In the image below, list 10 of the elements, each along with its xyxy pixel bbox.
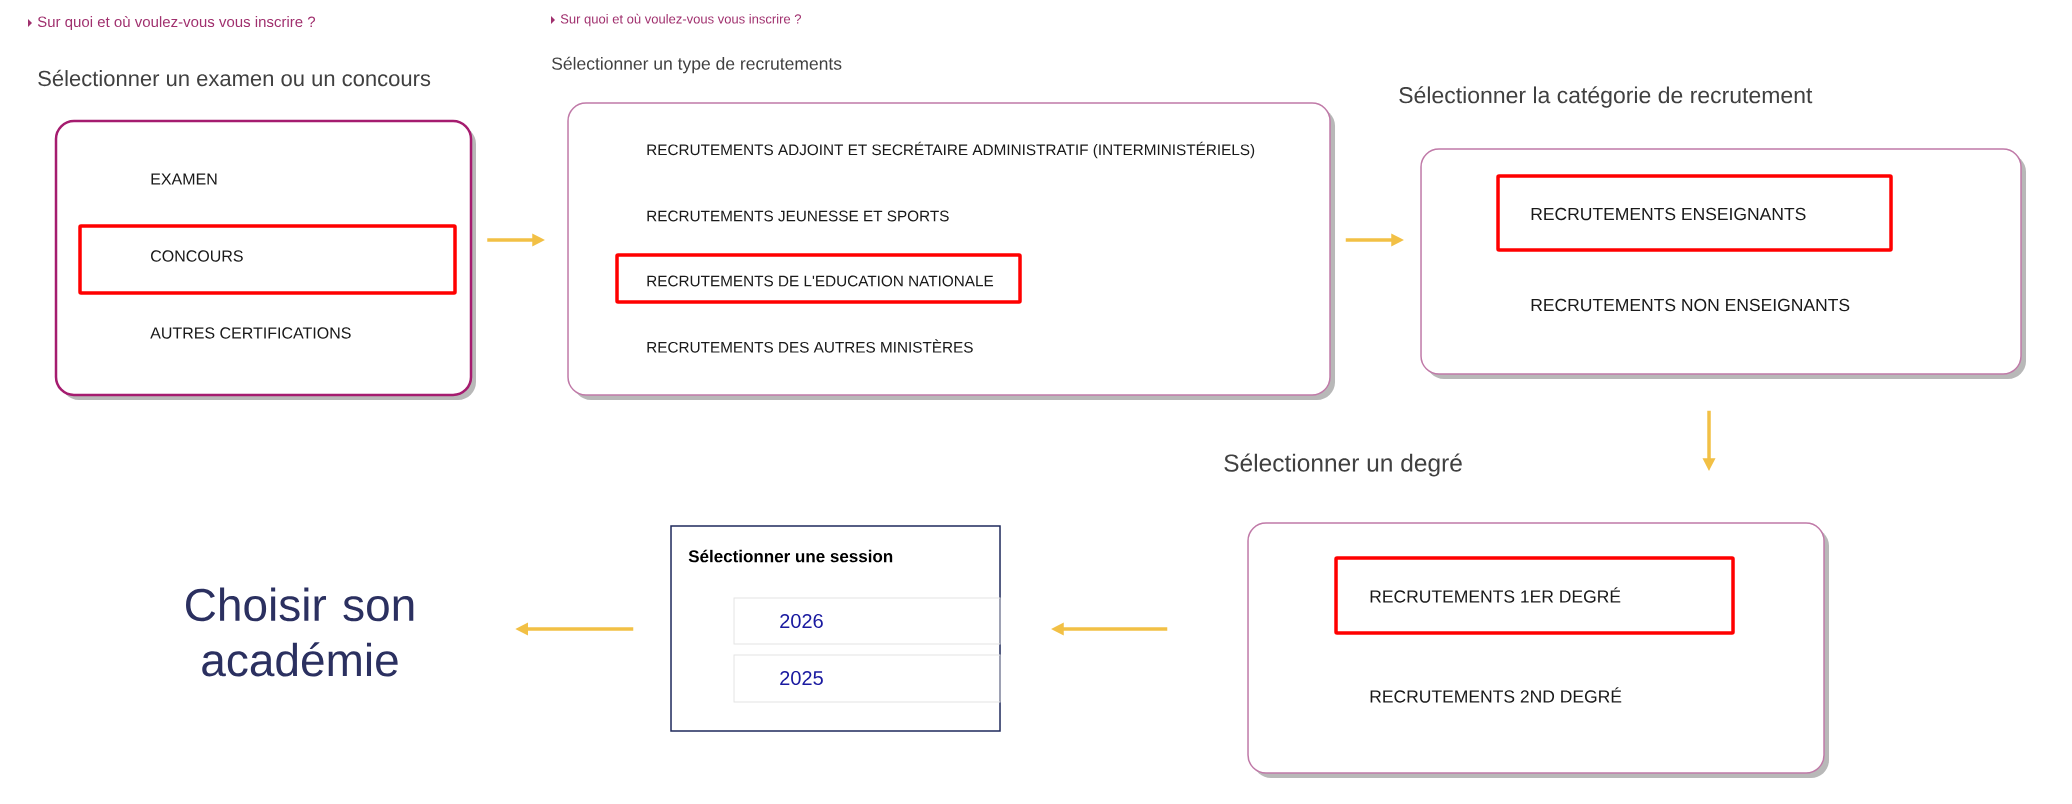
breadcrumb-link: Sur quoi et où voulez-vous vous inscrire ?	[28, 15, 316, 31]
breadcrumb-link: Sur quoi et où voulez-vous vous inscrire ?	[551, 13, 801, 27]
heading: Sélectionner la catégorie de recrutement	[1399, 86, 1813, 108]
year-option: 2025	[733, 654, 1001, 703]
heading: Sélectionner un type de recrutements	[552, 56, 842, 74]
heading: Sélectionner un degré	[1224, 453, 1462, 477]
heading: Sélectionner un examen ou un concours	[38, 69, 431, 87]
year-option: 2026	[733, 597, 1001, 645]
heading: Sélectionner une session	[688, 549, 893, 563]
step-title: Choisir son académie	[186, 587, 414, 677]
